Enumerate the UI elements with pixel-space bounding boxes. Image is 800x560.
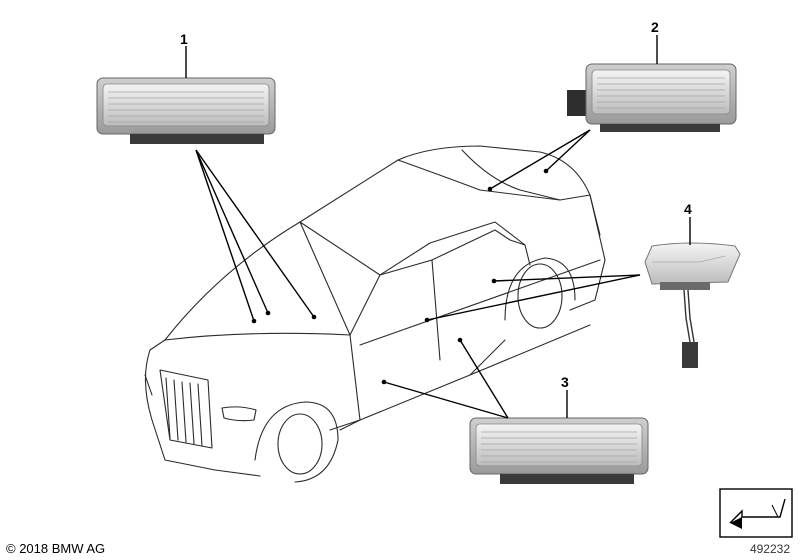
callout-1: 1 [180, 31, 188, 47]
light-module-icon [469, 417, 649, 484]
callout-4: 4 [684, 201, 692, 217]
courtesy-lamp-cable-icon [644, 242, 741, 368]
light-module-connector-icon [567, 63, 737, 132]
light-module-icon [96, 77, 276, 144]
callout-2: 2 [651, 19, 659, 35]
car-outline-icon [144, 145, 606, 483]
image-number: 492232 [749, 542, 790, 556]
arrow-corner-icon [719, 488, 793, 538]
location-markers [251, 168, 549, 385]
leader-lines [185, 35, 691, 419]
callout-3: 3 [561, 374, 569, 390]
copyright-text: © 2018 BMW AG [6, 541, 106, 556]
